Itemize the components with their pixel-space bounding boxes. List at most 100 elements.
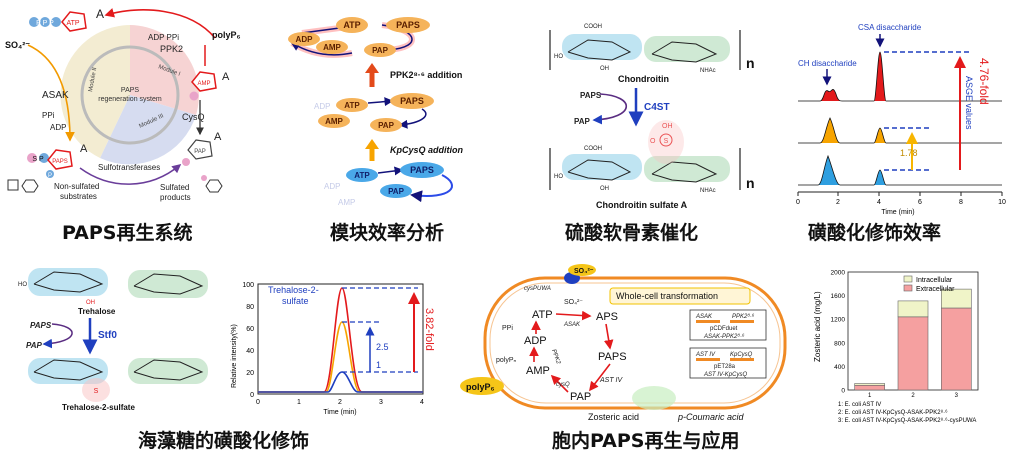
pap-label: PAP: [26, 341, 43, 350]
paps-bottom-phosphate: [46, 170, 54, 178]
box2-gene-a: AST IV: [695, 352, 716, 358]
pap-phosphate: [182, 158, 190, 166]
cysq-label: CysQ: [182, 112, 205, 122]
adp-label: ADP: [50, 123, 66, 132]
box2-gene-bar-b: [730, 358, 754, 361]
xtick-1: 1: [868, 393, 872, 399]
amp-label: AMP: [526, 365, 550, 377]
adenine-3: A: [214, 131, 222, 143]
curve-orange: [258, 321, 423, 393]
sulfate-s: S: [94, 388, 99, 395]
n-top: n: [746, 55, 755, 71]
polyp-bubble: [460, 377, 504, 395]
trace-orange: [798, 117, 1002, 144]
aps-paps-arrow: [603, 323, 614, 350]
module1-sector: [130, 25, 199, 115]
adenine-2: A: [222, 71, 230, 83]
box2-gene-b: KpCysQ: [730, 352, 753, 358]
box1-plasmid: pCDFduet: [710, 326, 738, 332]
ppp-label: P P P: [36, 20, 54, 27]
ring-1: [33, 271, 104, 293]
ppk2-addition-label: PPK2⁸·⁶ addition: [390, 70, 462, 80]
ho-1: HO: [554, 54, 563, 60]
ch-disaccharide-label: CH disaccharide: [798, 59, 857, 68]
zosteric-label: Zosteric acid: [588, 412, 639, 422]
sulfate-circle: [659, 133, 673, 147]
sulfate-glow: [648, 120, 684, 164]
adp-3: ADP: [324, 182, 340, 191]
legend-extracellular: Extracellular: [916, 286, 955, 293]
sulfated-label-1: Sulfated: [160, 183, 189, 192]
box2-plasmid: pET28a: [714, 364, 736, 370]
plasmid-box-2: [689, 347, 767, 379]
glcua-ring-top: [562, 34, 642, 60]
asge-label: ASGE values: [964, 76, 974, 130]
up-arrowhead-2: [365, 139, 379, 149]
product-glow: [632, 386, 676, 410]
ast-label: AST IV: [599, 377, 624, 384]
chondroitin-label: Chondroitin: [618, 74, 669, 84]
title-line-2: sulfate: [282, 296, 309, 306]
box1-strain: ASAK-PPK2⁸·⁶: [703, 333, 745, 340]
efficiency-chart: 0 2 4 6 8 10 Time (min) CH disaccharide …: [796, 23, 1006, 216]
xtick-2: 2: [836, 199, 840, 206]
ytick-40: 40: [246, 348, 254, 355]
substrate-icon-1: [7, 179, 19, 191]
adenine-1: A: [96, 7, 104, 21]
trehalose-panel: OH HO Trehalose PAPS PAP Stf0 S Trehalos…: [18, 258, 228, 413]
bracket-top: [549, 30, 741, 70]
chondroitin-diagram: COOH HO OH NHAc n Chondroitin PAPS PAP C…: [549, 24, 755, 210]
pap-label: PAP: [570, 391, 591, 403]
adp-1: ADP: [296, 35, 314, 44]
nonsulfated-label-1: Non-sulfated: [54, 182, 99, 191]
atp-label: ATP: [532, 309, 553, 321]
y-axis-label: Relative intensity(%): [231, 324, 238, 388]
paps-2: PAPS: [400, 96, 424, 106]
caption-whole-cell: 胞内PAPS再生与应用: [552, 430, 740, 452]
ytick-400: 400: [834, 364, 845, 371]
ytick-100: 100: [242, 282, 254, 289]
x-ticks: 0 2 4 6 8 10: [796, 192, 1006, 206]
module-efficiency-panel: PAPS ATP ADP AMP PAP PPK2⁸·⁶ addition AD…: [272, 5, 512, 215]
trehalose-diagram: OH HO Trehalose PAPS PAP Stf0 S Trehalos…: [18, 268, 208, 412]
paps-label: PAPS: [30, 321, 52, 330]
ytick-60: 60: [246, 326, 254, 333]
pap-3: PAP: [388, 187, 405, 196]
fold-label: 3.82-fold: [423, 308, 435, 351]
paps-label: PAPS: [52, 159, 68, 165]
amp-label: AMP: [197, 81, 210, 87]
xtick-4: 4: [877, 199, 881, 206]
so4-label: SO₄²⁻: [5, 40, 30, 50]
paps-3: PAPS: [410, 165, 434, 175]
pap-label: PAP: [194, 149, 206, 155]
atp-3: ATP: [354, 171, 370, 180]
paps-pap-arrow: [589, 363, 611, 392]
atp-ribose: [61, 11, 87, 32]
glucose-ring-4: [128, 358, 208, 384]
paps-label: PAPS: [598, 351, 627, 363]
sulfate-o: O: [650, 138, 656, 145]
product-sulfate: [201, 175, 207, 181]
ring-1: [567, 39, 632, 61]
ppi-label: PPi: [502, 325, 513, 332]
box1-gene-a: ASAK: [695, 314, 713, 320]
ytick-2000: 2000: [831, 270, 846, 277]
pap-ribose: [187, 139, 213, 160]
efficiency-panel: 0 2 4 6 8 10 Time (min) CH disaccharide …: [780, 6, 1024, 216]
oh-red: OH: [86, 300, 95, 306]
so4-outer: SO₄²⁻: [574, 268, 594, 275]
oh-1: OH: [600, 66, 609, 72]
amp-1: AMP: [323, 43, 341, 52]
bar-extracellular-1: [854, 384, 885, 391]
trace-blue: [798, 154, 1002, 186]
note-1: 1: E. coli AST IV: [838, 402, 881, 408]
xtick-2: 2: [911, 393, 915, 399]
caption-module-efficiency: 模块效率分析: [330, 222, 445, 244]
note-2: 2: E. coli AST IV-KpCysQ-ASAK-PPK2⁸·⁶: [838, 409, 948, 416]
ho-2: HO: [554, 174, 563, 180]
cycle-ring: [80, 45, 180, 145]
bracket-bottom: [549, 148, 741, 190]
wct-title: Whole-cell transformation: [616, 291, 718, 301]
nonsulfated-label-2: substrates: [60, 192, 97, 201]
box2-strain: AST IV-KpCysQ: [703, 372, 747, 378]
